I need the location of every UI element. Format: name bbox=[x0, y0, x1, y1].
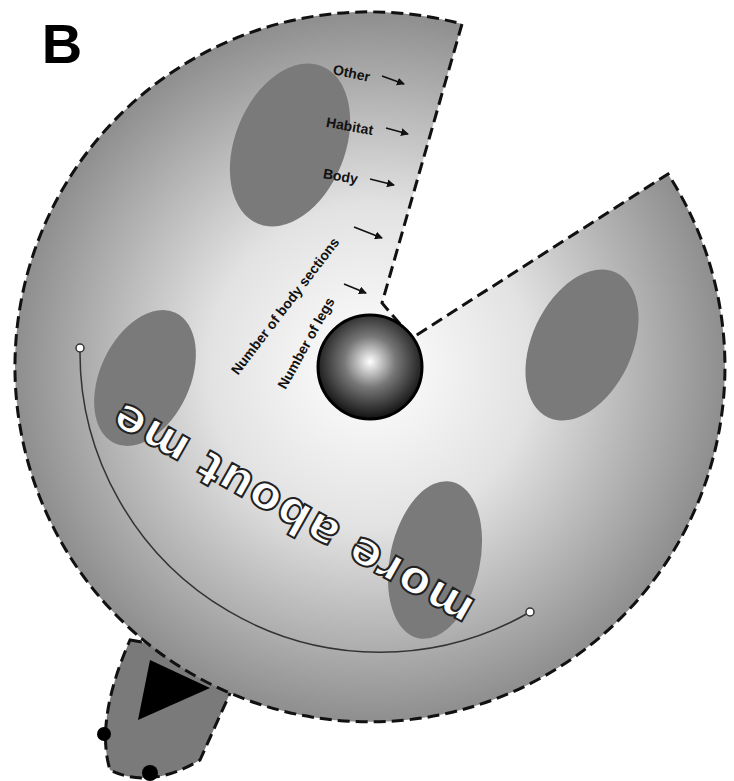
spots bbox=[74, 46, 661, 648]
text-guide-line bbox=[76, 344, 534, 652]
wheel-disc bbox=[15, 12, 725, 722]
center-fastener bbox=[318, 315, 422, 419]
panel-letter: B bbox=[42, 16, 82, 72]
